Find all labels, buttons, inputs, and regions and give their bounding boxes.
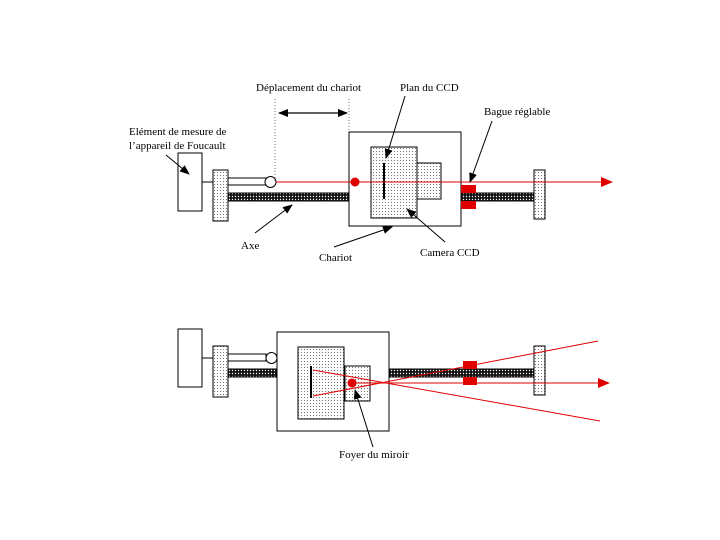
camera-body-bottom (297, 346, 345, 420)
foyer-pointer (353, 389, 374, 448)
foucault-element (177, 152, 203, 212)
element-label-line1: Elément de mesure de (129, 126, 227, 138)
adjustable-ring-lower (461, 201, 476, 209)
plan-ccd-label: Plan du CCD (400, 82, 459, 94)
camera-lens (416, 162, 442, 200)
focus-dot (350, 177, 360, 187)
knife-edge-circle-bottom (265, 352, 278, 364)
bague-label: Bague réglable (484, 106, 550, 118)
right-support-bottom (533, 345, 546, 396)
camera-label: Camera CCD (420, 247, 480, 259)
bottom-setup: Foyer du miroir (177, 328, 610, 461)
chariot-label: Chariot (319, 252, 352, 264)
foyer-label: Foyer du miroir (339, 449, 409, 461)
plan-ccd-pointer (384, 95, 406, 159)
element-label-line2: l’appareil de Foucault (129, 140, 226, 152)
left-support-bottom (212, 345, 229, 398)
chariot-pointer (333, 226, 393, 248)
top-setup: Déplacement du chariot Plan du CCD Bague… (129, 82, 613, 264)
beam-lower-bottom (312, 369, 601, 422)
knife-rod (227, 177, 267, 186)
rail-left-bottom (227, 368, 279, 378)
knife-edge-circle (264, 176, 277, 188)
beam-upper-bottom (312, 340, 599, 397)
element-pointer (165, 154, 190, 175)
adjustable-ring (461, 185, 476, 193)
adjustable-ring-lower-bottom (463, 377, 477, 385)
rail-right-bottom (388, 368, 535, 378)
knife-rod-bottom (227, 353, 267, 362)
deplacement-label: Déplacement du chariot (256, 82, 361, 94)
focus-dot-bottom (347, 378, 357, 388)
left-support (212, 169, 229, 222)
axe-label: Axe (241, 240, 259, 252)
adjustable-ring-bottom (463, 361, 477, 369)
axe-pointer (254, 204, 293, 234)
bague-pointer (469, 120, 493, 183)
right-support (533, 169, 546, 220)
camera-pointer (406, 208, 446, 243)
foucault-element-bottom (177, 328, 203, 388)
